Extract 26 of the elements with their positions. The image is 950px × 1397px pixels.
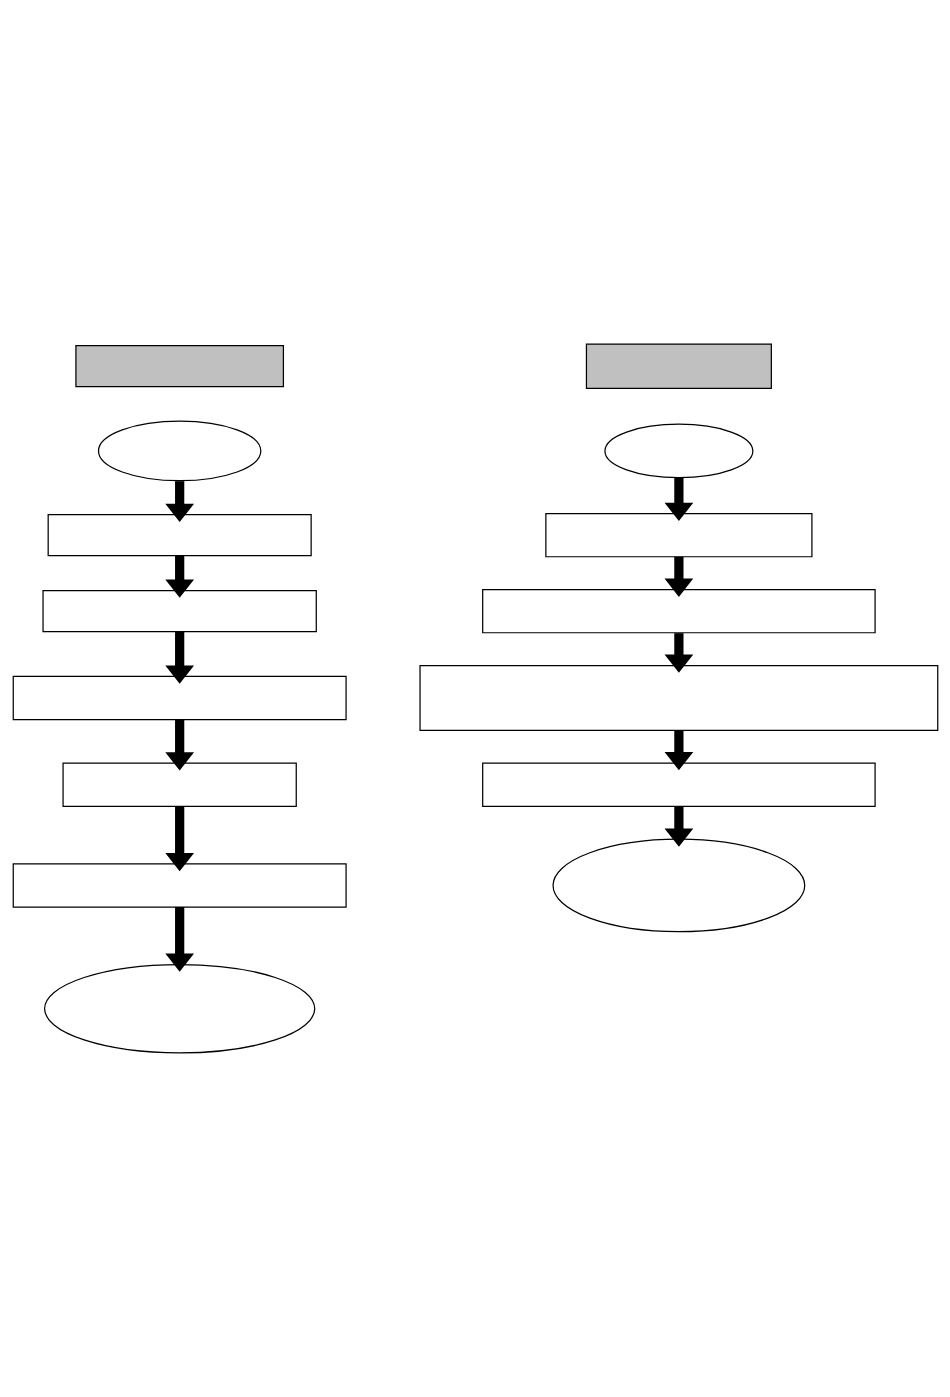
arrow <box>664 730 693 771</box>
node-ellipse <box>97 420 261 482</box>
node-box <box>481 589 876 634</box>
node-box <box>47 514 312 557</box>
node-box <box>74 345 284 388</box>
node-box <box>41 590 317 633</box>
node-box <box>544 513 813 558</box>
arrow <box>164 907 194 972</box>
node-ellipse <box>551 838 805 933</box>
arrow <box>164 719 194 771</box>
node-box <box>61 762 297 807</box>
arrow <box>664 556 693 597</box>
arrow <box>164 556 194 598</box>
arrow <box>664 633 693 673</box>
node-box <box>12 863 347 908</box>
arrow <box>664 477 693 521</box>
arrow <box>164 481 194 523</box>
node-box <box>585 343 772 389</box>
arrow <box>664 806 693 847</box>
arrow <box>164 806 194 872</box>
node-box <box>418 665 938 731</box>
node-ellipse <box>603 423 753 479</box>
arrow <box>164 631 194 684</box>
node-ellipse <box>43 963 315 1054</box>
node-box <box>481 762 876 807</box>
node-box <box>12 675 347 721</box>
